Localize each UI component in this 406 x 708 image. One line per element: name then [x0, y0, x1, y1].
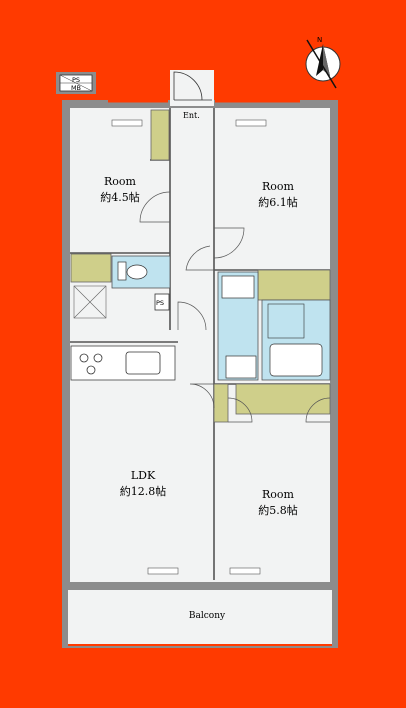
windows — [111, 119, 267, 575]
entrance-label: Ent. — [183, 111, 200, 120]
washroom — [217, 271, 259, 381]
ldk-size: 約12.8帖 — [120, 484, 167, 498]
bathroom — [261, 299, 331, 381]
meter-box-label-mb: MB — [71, 84, 81, 92]
room-north-east-size: 約6.1帖 — [258, 195, 298, 209]
compass-label: N — [317, 36, 322, 44]
toilet — [111, 255, 171, 289]
interior-doors — [139, 191, 331, 423]
pipe-space-label: PS — [156, 299, 164, 307]
refrigerator-space — [73, 285, 107, 319]
room-south-east-size: 約5.8帖 — [258, 503, 298, 517]
meter-box-label-ps: PS — [72, 76, 80, 84]
meter-box: PS MB — [56, 72, 96, 94]
balcony-label: Balcony — [189, 611, 226, 621]
ldk-name: LDK — [131, 469, 156, 482]
room-south-east-name: Room — [262, 488, 295, 501]
entrance-door — [173, 71, 212, 101]
stove-icon — [79, 353, 103, 375]
closet-west-room — [70, 253, 112, 283]
closet-north-east-room — [257, 269, 331, 301]
pipe-space — [154, 293, 170, 311]
room-west-size: 約4.5帖 — [100, 190, 140, 204]
balcony — [62, 586, 338, 648]
closet-south-east-room — [213, 383, 331, 423]
room-north-east-name: Room — [262, 180, 295, 193]
compass-north-icon — [305, 39, 341, 89]
sink-icon — [125, 351, 161, 375]
closet-entrance — [150, 109, 170, 161]
room-west-name: Room — [104, 175, 137, 188]
kitchen-counter — [70, 345, 176, 381]
